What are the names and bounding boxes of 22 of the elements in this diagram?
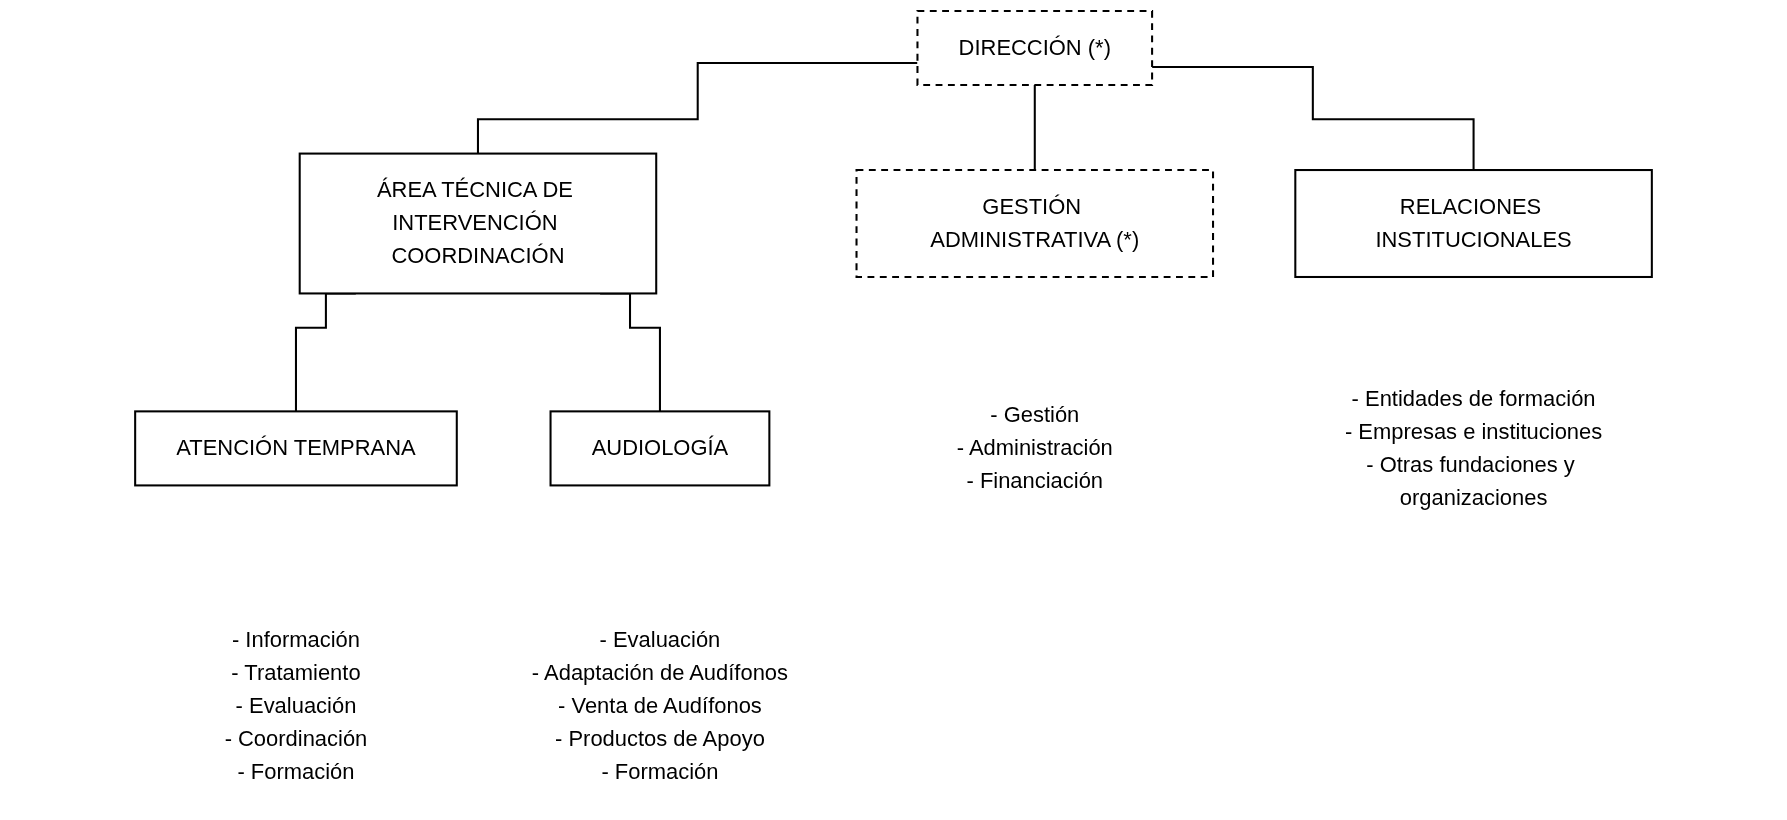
node-label: - Administración — [956, 436, 1113, 460]
node-box: ÁREA TÉCNICA DE INTERVENCIÓN COORDINACIÓN — [298, 152, 658, 295]
node-label: - Formación — [601, 759, 719, 783]
node-label: - Otras fundaciones y organizaciones — [1366, 452, 1575, 509]
node-label: - Evaluación — [599, 628, 721, 652]
node-label: - Empresas e instituciones — [1344, 419, 1603, 443]
node-label: - Coordinación — [224, 726, 368, 751]
node-box: GESTIÓN ADMINISTRATIVA (*) — [855, 169, 1215, 278]
node-label: - Entidades de formación — [1351, 386, 1596, 410]
node-label: - Adaptación de Audífonos — [531, 660, 789, 685]
node-label: - Tratamiento — [231, 660, 361, 685]
node-label: - Productos de Apoyo — [555, 726, 765, 751]
node-label: - Venta de Audífonos — [558, 693, 762, 718]
node-label: - Formación — [237, 759, 355, 783]
node-label: - Información — [231, 628, 360, 652]
node-box: ATENCIÓN TEMPRANA — [134, 410, 458, 487]
node-label: - Evaluación — [235, 693, 357, 718]
node-box: AUDIOLOGÍA — [549, 410, 771, 487]
node-label: - Financiación — [966, 468, 1104, 493]
node-label: - Gestión — [990, 403, 1080, 427]
node-box: DIRECCIÓN (*) — [916, 9, 1154, 87]
node-box: RELACIONES INSTITUCIONALES — [1294, 169, 1653, 278]
